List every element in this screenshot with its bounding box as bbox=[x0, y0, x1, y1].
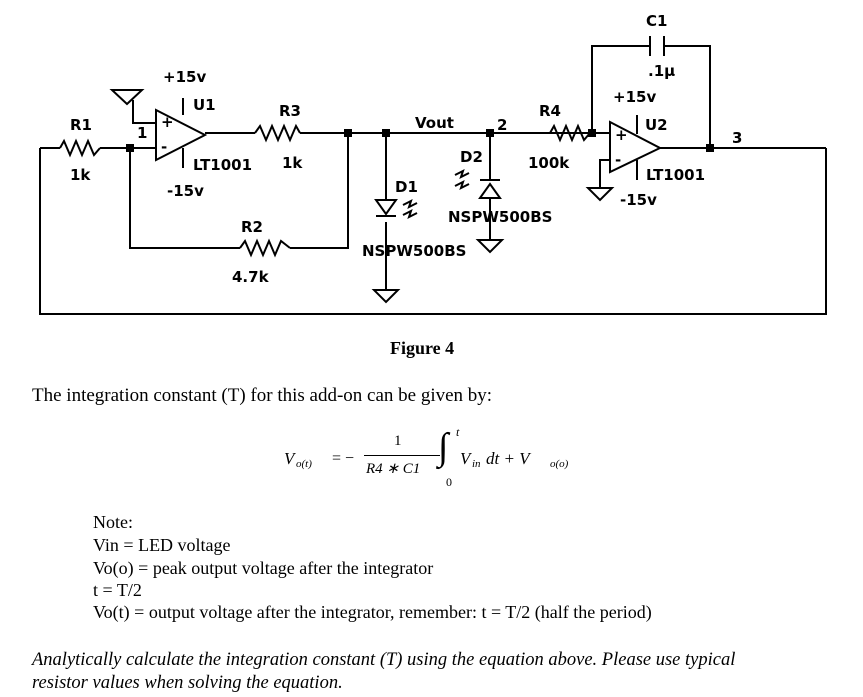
r4-label: R4 bbox=[539, 102, 561, 120]
note-t: t = T/2 bbox=[93, 580, 142, 600]
u2-minus-sign: - bbox=[615, 151, 621, 169]
component-r4 bbox=[549, 123, 591, 143]
vout-label: Vout bbox=[415, 114, 454, 132]
eq-lhs-sub: o(t) bbox=[296, 458, 312, 470]
component-r2 bbox=[239, 238, 291, 258]
r2-value: 4.7k bbox=[232, 268, 270, 286]
node-2-label: 2 bbox=[497, 116, 507, 134]
eq-lower-limit: 0 bbox=[446, 475, 452, 489]
opamp-u1 bbox=[155, 98, 208, 168]
u1-supply-minus: -15v bbox=[167, 182, 204, 200]
eq-equals: = − bbox=[332, 450, 355, 467]
eq-lhs: V bbox=[284, 449, 295, 468]
r3-value: 1k bbox=[282, 154, 303, 172]
d2-part: NSPW500BS bbox=[448, 208, 552, 226]
u2-label: U2 bbox=[645, 116, 668, 134]
r4-value: 100k bbox=[528, 154, 570, 172]
d1-label: D1 bbox=[395, 178, 418, 196]
r1-value: 1k bbox=[70, 166, 91, 184]
intro-text: The integration constant (T) for this ad… bbox=[32, 385, 493, 406]
circuit-schematic: R1 1k +15v U1 1 + - LT1001 -15v R3 1k R2… bbox=[39, 12, 827, 315]
u2-supply-plus: +15v bbox=[613, 88, 656, 106]
r1-label: R1 bbox=[70, 116, 92, 134]
component-r1 bbox=[59, 138, 101, 158]
d1-part: NSPW500BS bbox=[362, 242, 466, 260]
eq-integral: ∫ bbox=[438, 426, 449, 468]
u1-minus-sign: - bbox=[161, 138, 167, 156]
note-vot: Vo(t) = output voltage after the integra… bbox=[93, 602, 652, 622]
question-line-1: Analytically calculate the integration c… bbox=[32, 650, 736, 670]
eq-dt-tail: dt + V bbox=[486, 449, 530, 468]
question-line-2: resistor values when solving the equatio… bbox=[32, 673, 343, 693]
r3-label: R3 bbox=[279, 102, 301, 120]
eq-tail-sub: o(o) bbox=[550, 458, 569, 470]
u1-plus-sign: + bbox=[161, 113, 174, 131]
fraction-bar bbox=[364, 455, 440, 456]
u2-part: LT1001 bbox=[646, 166, 705, 184]
c1-value: .1µ bbox=[648, 62, 675, 80]
c1-label: C1 bbox=[646, 12, 667, 30]
u2-plus-sign: + bbox=[615, 126, 628, 144]
r2-label: R2 bbox=[241, 218, 263, 236]
eq-integrand-sub: in bbox=[472, 458, 481, 470]
led-d2 bbox=[454, 169, 502, 199]
integrator-equation: V o(t) = − 1 R4 ∗ C1 ∫ t 0 V in dt + V o… bbox=[270, 425, 600, 495]
d2-label: D2 bbox=[460, 148, 483, 166]
eq-denominator: R4 ∗ C1 bbox=[366, 461, 421, 477]
junction-dots bbox=[126, 129, 714, 152]
wires bbox=[39, 45, 827, 315]
eq-upper-limit: t bbox=[456, 425, 460, 439]
u1-part: LT1001 bbox=[193, 156, 252, 174]
led-d1 bbox=[374, 199, 418, 219]
component-r3 bbox=[254, 123, 301, 143]
u1-label: U1 bbox=[193, 96, 216, 114]
eq-integrand: V bbox=[460, 449, 471, 468]
node-3-label: 3 bbox=[732, 129, 742, 147]
component-c1 bbox=[649, 36, 665, 56]
node-1-label: 1 bbox=[137, 124, 147, 142]
note-heading: Note: bbox=[93, 512, 133, 532]
note-vin: Vin = LED voltage bbox=[93, 535, 231, 555]
eq-numerator: 1 bbox=[394, 433, 402, 449]
note-vo0: Vo(o) = peak output voltage after the in… bbox=[93, 558, 434, 578]
ground-symbols bbox=[109, 89, 615, 304]
u1-supply-plus: +15v bbox=[163, 68, 206, 86]
figure-caption: Figure 4 bbox=[390, 338, 455, 358]
u2-supply-minus: -15v bbox=[620, 191, 657, 209]
opamp-u2 bbox=[609, 115, 663, 180]
